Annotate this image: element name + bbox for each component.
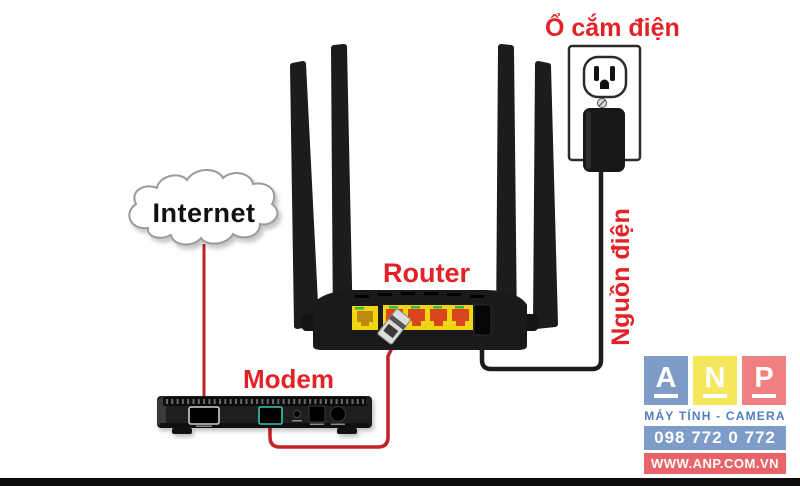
internet-to-modem-cable — [197, 244, 211, 409]
modem-device — [157, 396, 372, 434]
outlet-slot-left — [594, 66, 599, 81]
outlet-ground-hole — [600, 79, 609, 89]
anp-website: WWW.ANP.COM.VN — [644, 453, 786, 474]
anp-letter-n-square: N — [693, 356, 737, 405]
internet-label: Internet — [152, 198, 256, 228]
anp-tagline: MÁY TÍNH - CAMERA — [644, 409, 786, 423]
power-adapter — [583, 108, 625, 172]
router-antenna-inner-right — [496, 44, 517, 335]
modem-foot-left — [172, 428, 192, 434]
router-power-port — [473, 304, 492, 336]
outlet-slot-right — [610, 66, 615, 81]
anp-logo: A N P MÁY TÍNH - CAMERA 098 772 0 772 WW… — [644, 356, 786, 474]
modem-power-jack — [330, 406, 346, 422]
wall-outlet — [567, 44, 642, 172]
wan-port — [352, 306, 378, 330]
modem-label: Modem — [243, 364, 334, 394]
internet-cloud — [128, 169, 279, 246]
bottom-border-bar — [0, 478, 800, 486]
modem-reset-hole — [293, 410, 301, 418]
router-antenna-outer-left — [290, 61, 319, 329]
modem-foot-right — [337, 428, 357, 434]
modem-wan-rj45-port — [188, 406, 220, 425]
modem-to-router-cable — [268, 348, 393, 449]
ethernet-plug — [377, 308, 411, 345]
router-antenna-outer-right — [533, 61, 558, 329]
power-source-label: Nguồn điện — [607, 208, 635, 346]
modem-port-labels — [196, 420, 345, 427]
outlet-socket-face — [582, 55, 628, 99]
modem-lan-teal-port — [258, 406, 283, 425]
outlet-label: Ổ cắm điện — [545, 14, 680, 42]
router-vents — [355, 292, 484, 298]
anp-phone-number: 098 772 0 772 — [644, 426, 786, 450]
router-label: Router — [383, 258, 470, 288]
power-cable — [479, 165, 604, 372]
modem-square-port — [308, 405, 326, 423]
router-device — [290, 44, 558, 350]
anp-letter-a-square: A — [644, 356, 688, 405]
anp-letter-p-square: P — [742, 356, 786, 405]
anp-logo-squares: A N P — [644, 356, 786, 405]
